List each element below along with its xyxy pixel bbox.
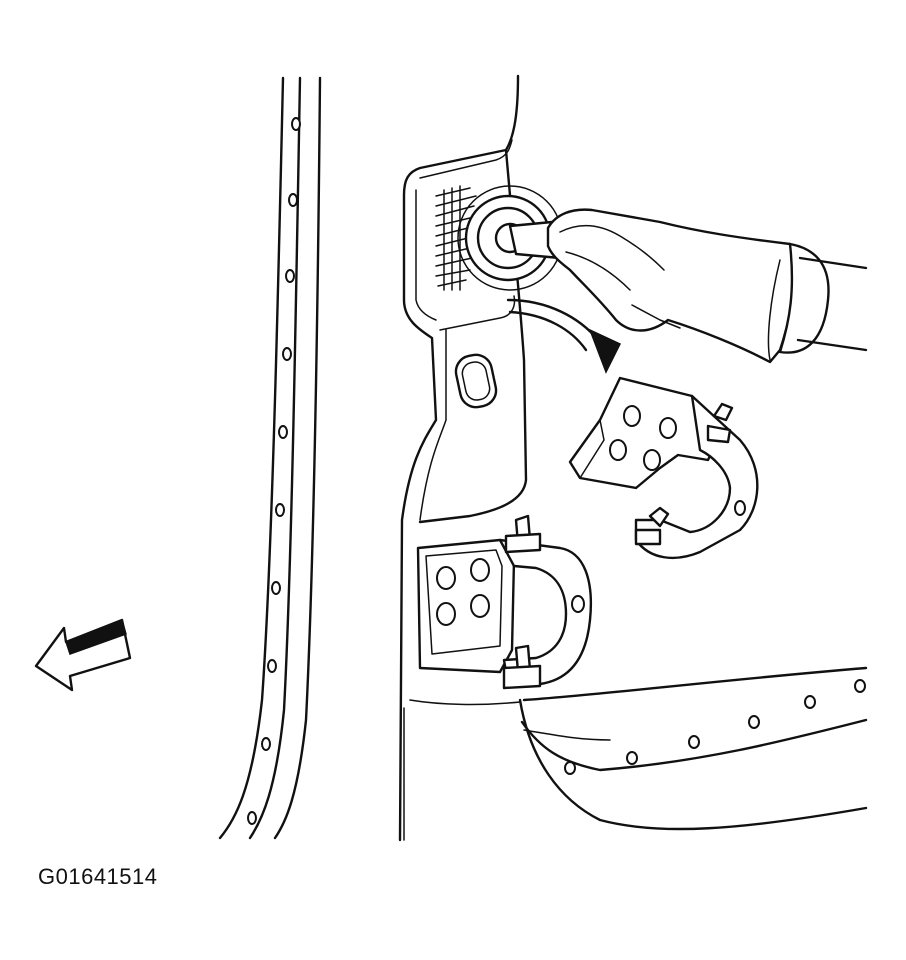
weld-spot-row — [247, 117, 301, 825]
hand-with-tool — [508, 208, 868, 364]
hinge-pillar-panel — [398, 74, 528, 842]
door-frame-pillar — [218, 76, 322, 840]
figure-id-label: G01641514 — [38, 864, 158, 889]
hatched-area — [435, 185, 477, 291]
upper-hinge-removed — [568, 376, 759, 559]
front-direction-arrow-icon — [34, 618, 132, 692]
rotation-arrow-icon — [506, 298, 622, 374]
door-lower-edge — [518, 666, 868, 831]
door-rivet-row — [564, 679, 866, 775]
lower-hinge-installed — [416, 514, 592, 690]
